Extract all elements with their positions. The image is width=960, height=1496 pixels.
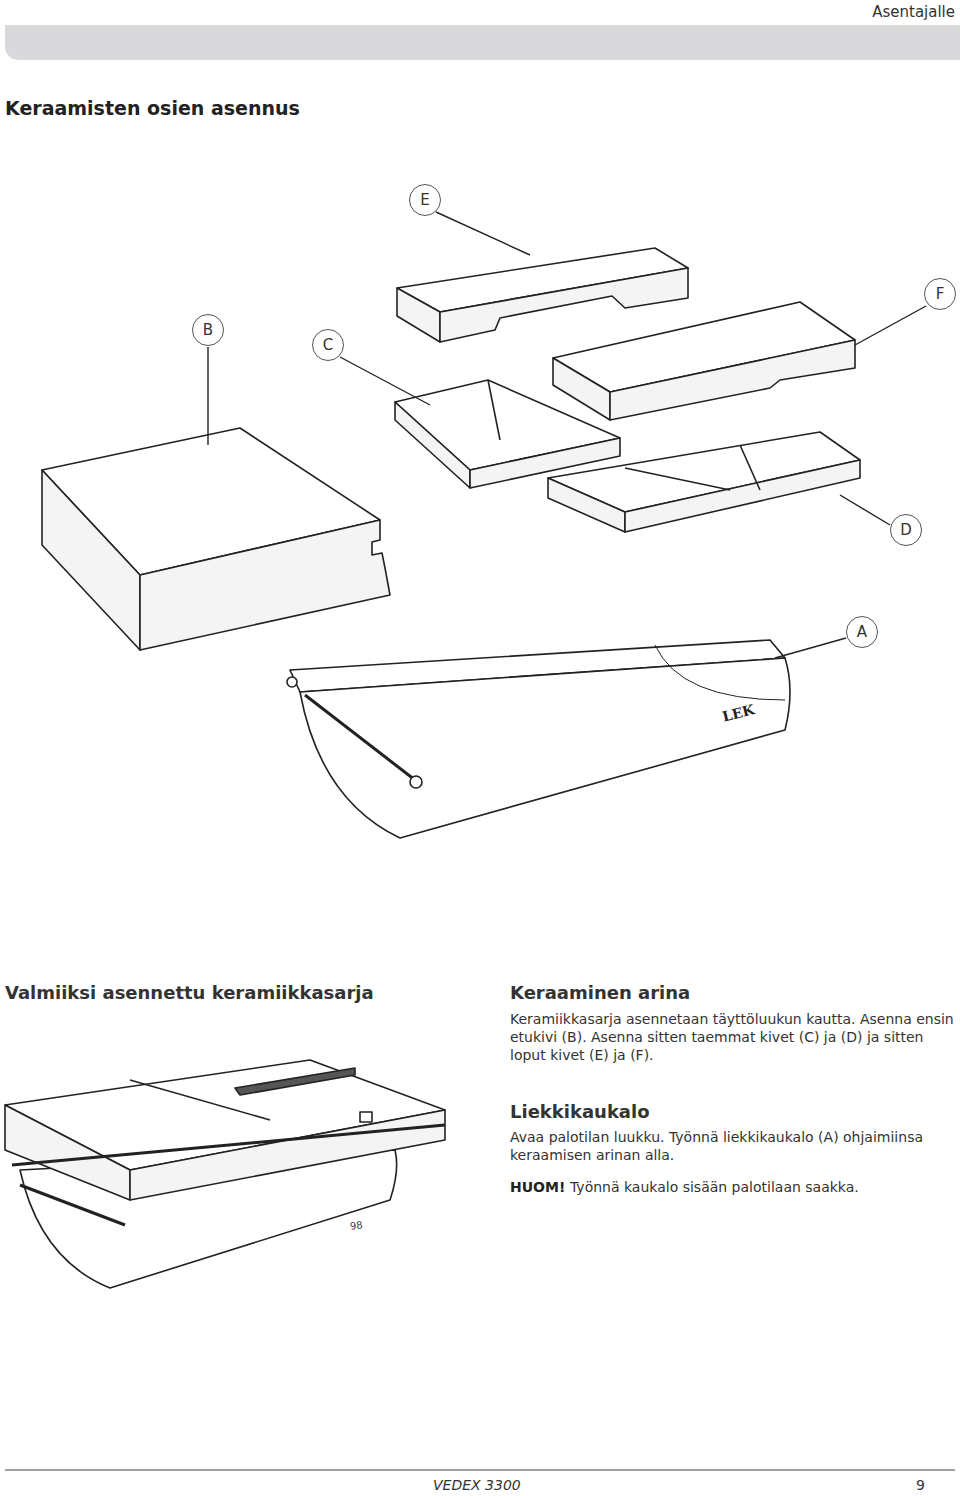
callout-circle: B: [192, 314, 224, 346]
body-text: Avaa palotilan luukku. Työnnä liekkikauk…: [510, 1128, 960, 1164]
body-text: Keramiikkasarja asennetaan täyttöluukun …: [510, 1010, 960, 1065]
callout-letter: B: [203, 323, 213, 338]
body-text: Työnnä kaukalo sisään palotilaan saakka.: [570, 1178, 955, 1196]
header-text: Asentajalle: [872, 3, 955, 23]
callout-letter: C: [323, 338, 333, 353]
callout-letter: A: [857, 625, 867, 640]
callout-circle: D: [890, 514, 922, 546]
assembled-kit: [5, 1060, 445, 1288]
callout-circle: F: [924, 278, 956, 310]
footer-model: VEDEX 3300: [433, 1476, 521, 1494]
section-heading: Valmiiksi asennettu keramiikkasarja: [5, 981, 374, 1004]
page-title: Keraamisten osien asennus: [5, 96, 300, 121]
leader-lines: [208, 212, 926, 658]
callout-circle: C: [312, 329, 344, 361]
callout-circle: E: [409, 184, 441, 216]
page-number: 9: [916, 1476, 925, 1494]
callout-letter: E: [420, 193, 429, 208]
callout-circle: A: [846, 616, 878, 648]
note-label: HUOM!: [510, 1178, 565, 1196]
callout-letter: D: [900, 523, 912, 538]
stamp-number: 98: [349, 1218, 363, 1233]
header-band: [5, 25, 960, 60]
section-heading: Liekkikaukalo: [510, 1100, 650, 1123]
section-heading: Keraaminen arina: [510, 981, 690, 1004]
ceramic-parts: [42, 248, 860, 650]
footer-rule: [5, 1470, 955, 1471]
flame-trough: [287, 640, 790, 838]
callout-letter: F: [936, 287, 945, 302]
